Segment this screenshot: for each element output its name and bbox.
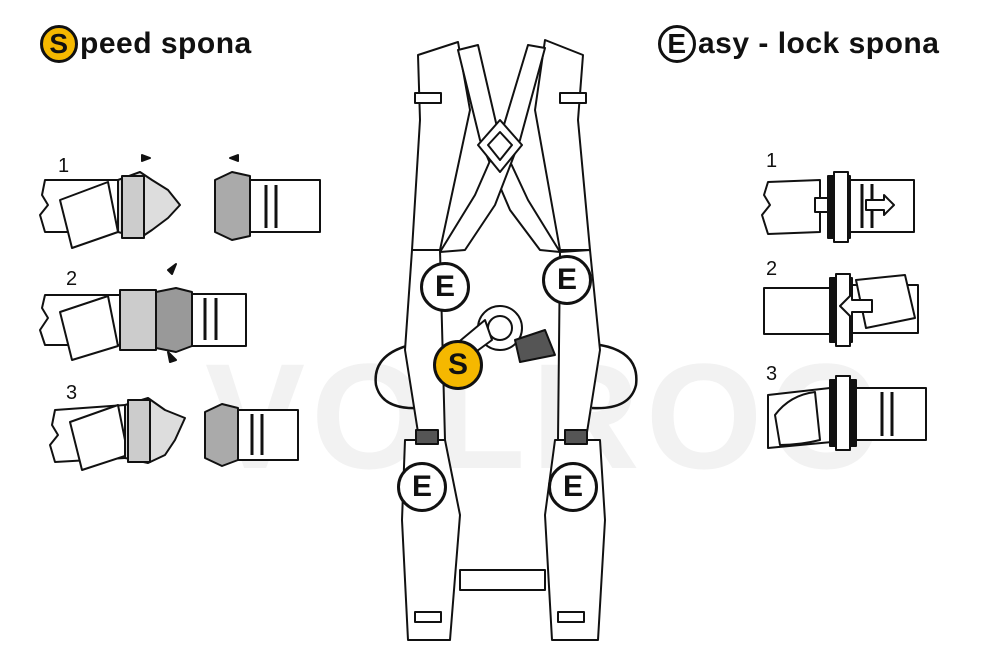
easy-step-2: 2 — [766, 258, 778, 280]
easy-lock-buckle-step-3 — [767, 375, 927, 451]
speed-badge: S — [40, 25, 78, 63]
marker-s-chest: S — [433, 340, 483, 390]
marker-e-right-shoulder: E — [542, 255, 592, 305]
easy-step-1: 1 — [766, 150, 778, 172]
speed-buckle-step-1 — [39, 154, 321, 249]
easy-lock-title: E asy - lock spona — [658, 22, 939, 66]
watermark: VOLROC — [205, 332, 883, 500]
speed-buckle-step-2 — [39, 263, 247, 363]
marker-e-right-leg: E — [548, 462, 598, 512]
easy-lock-buckle-step-2 — [763, 273, 919, 347]
harness-illustration — [374, 39, 638, 641]
easy-step-3: 3 — [766, 363, 778, 385]
speed-title: S peed spona — [40, 22, 252, 66]
easy-lock-title-text: asy - lock spona — [698, 27, 940, 60]
marker-e-left-leg: E — [397, 462, 447, 512]
marker-e-left-shoulder: E — [420, 262, 470, 312]
speed-step-1: 1 — [58, 155, 70, 177]
speed-step-2: 2 — [66, 268, 78, 290]
easy-lock-badge: E — [658, 25, 696, 63]
speed-step-3: 3 — [66, 382, 78, 404]
speed-title-text: peed spona — [80, 27, 252, 60]
easy-lock-buckle-step-1 — [761, 171, 915, 243]
speed-buckle-step-3 — [49, 397, 299, 471]
